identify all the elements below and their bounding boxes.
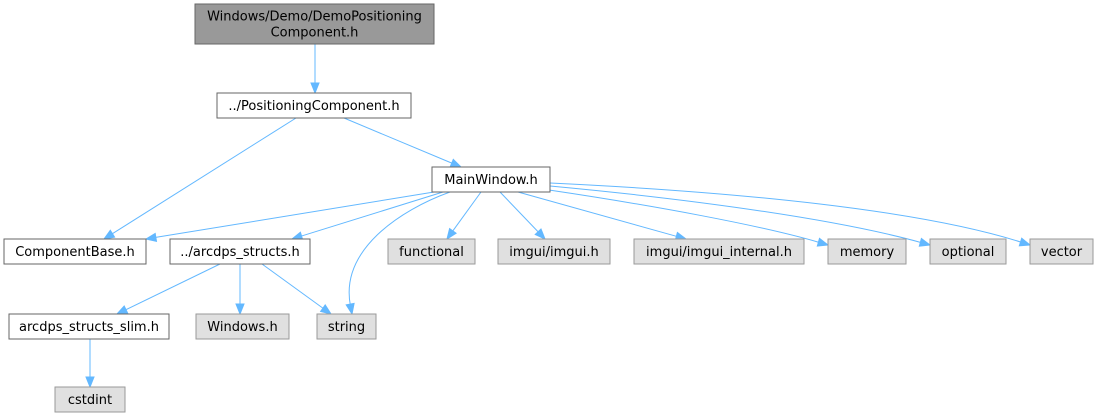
- node-box: [497, 238, 611, 265]
- edge-arrowhead: [446, 227, 457, 241]
- edge-root-to-positioning: [310, 44, 320, 95]
- node-label: vector: [1041, 245, 1083, 260]
- edge-arrowhead: [345, 302, 355, 316]
- node-box: [633, 238, 805, 265]
- edge-arrowhead: [449, 158, 463, 168]
- edge-arrowhead: [918, 237, 932, 247]
- node-box: [8, 313, 170, 340]
- edge-mainwindow-to-string: [345, 191, 451, 316]
- node-imgui: imgui/imgui.h: [497, 238, 611, 265]
- edge-arcdps_structs-to-arcdps_slim: [115, 263, 221, 315]
- node-label: imgui/imgui_internal.h: [646, 245, 792, 260]
- edge-arrowhead: [102, 229, 116, 240]
- node-box: [316, 313, 377, 340]
- edge-arrowhead: [310, 82, 320, 95]
- node-box: [195, 313, 290, 340]
- node-mainwindow[interactable]: MainWindow.h: [431, 166, 551, 193]
- edges-layer: [85, 44, 1032, 389]
- edge-arcdps_structs-to-windows_h: [235, 264, 245, 316]
- node-memory: memory: [827, 238, 907, 265]
- edge-mainwindow-to-memory: [548, 189, 830, 247]
- edge-line: [111, 117, 297, 235]
- node-box: [387, 238, 476, 265]
- node-positioning[interactable]: ../PositioningComponent.h: [216, 92, 412, 119]
- edge-arrowhead: [85, 376, 95, 389]
- edge-line: [261, 263, 325, 310]
- edge-arrowhead: [1018, 237, 1032, 247]
- node-box: [929, 238, 1007, 265]
- edge-mainwindow-to-componentbase: [144, 191, 435, 242]
- node-label: string: [328, 320, 365, 335]
- edge-line: [548, 189, 820, 243]
- edge-mainwindow-to-vector: [549, 182, 1032, 247]
- edge-line: [549, 182, 1022, 243]
- node-label: Windows/Demo/DemoPositioning: [207, 10, 422, 25]
- edge-mainwindow-to-imgui: [499, 191, 546, 240]
- edge-arcdps_slim-to-cstdint: [85, 339, 95, 389]
- edge-line: [549, 185, 922, 244]
- node-label: cstdint: [68, 393, 112, 408]
- node-label: Windows.h: [207, 320, 277, 335]
- edge-line: [451, 191, 482, 233]
- node-vector: vector: [1029, 238, 1094, 265]
- node-functional: functional: [387, 238, 476, 265]
- node-label: ../arcdps_structs.h: [180, 245, 299, 260]
- node-label: memory: [840, 245, 895, 260]
- edge-arrowhead: [115, 305, 129, 315]
- edge-arrowhead: [534, 228, 546, 240]
- node-imgui_internal: imgui/imgui_internal.h: [633, 238, 805, 265]
- node-label: MainWindow.h: [444, 173, 537, 188]
- edge-positioning-to-componentbase: [102, 117, 297, 240]
- node-box: [827, 238, 907, 265]
- edge-arrowhead: [319, 304, 333, 315]
- node-label: Component.h: [271, 26, 359, 41]
- node-optional: optional: [929, 238, 1007, 265]
- edge-line: [517, 191, 678, 238]
- node-box: [431, 166, 551, 193]
- edge-mainwindow-to-imgui_internal: [517, 191, 688, 241]
- edge-line: [300, 191, 444, 237]
- node-label: arcdps_structs_slim.h: [19, 320, 159, 335]
- node-box: [194, 3, 435, 45]
- edge-arrowhead: [235, 303, 245, 316]
- node-arcdps_slim[interactable]: arcdps_structs_slim.h: [8, 313, 170, 340]
- node-box: [169, 238, 311, 265]
- edge-line: [124, 263, 221, 311]
- edge-positioning-to-mainwindow: [343, 117, 463, 168]
- edge-line: [154, 191, 435, 239]
- edge-arrowhead: [144, 232, 158, 242]
- node-string: string: [316, 313, 377, 340]
- node-componentbase[interactable]: ComponentBase.h: [3, 238, 147, 265]
- edge-line: [499, 191, 540, 233]
- edge-mainwindow-to-arcdps_structs: [290, 191, 444, 241]
- edge-arrowhead: [816, 237, 830, 247]
- node-label: imgui/imgui.h: [509, 245, 599, 260]
- nodes-layer: Windows/Demo/DemoPositioningComponent.h.…: [3, 3, 1094, 413]
- node-windows_h: Windows.h: [195, 313, 290, 340]
- node-label: ../PositioningComponent.h: [228, 99, 399, 114]
- node-label: functional: [399, 245, 464, 260]
- node-box: [54, 386, 126, 413]
- edge-mainwindow-to-optional: [549, 185, 932, 247]
- node-label: ComponentBase.h: [15, 245, 135, 260]
- node-label: optional: [942, 245, 995, 260]
- edge-line: [343, 117, 453, 164]
- node-box: [3, 238, 147, 265]
- edge-line: [348, 191, 451, 306]
- node-box: [1029, 238, 1094, 265]
- node-box: [216, 92, 412, 119]
- edge-arcdps_structs-to-string: [261, 263, 333, 315]
- node-arcdps_structs[interactable]: ../arcdps_structs.h: [169, 238, 311, 265]
- edge-mainwindow-to-functional: [446, 191, 482, 241]
- node-cstdint: cstdint: [54, 386, 126, 413]
